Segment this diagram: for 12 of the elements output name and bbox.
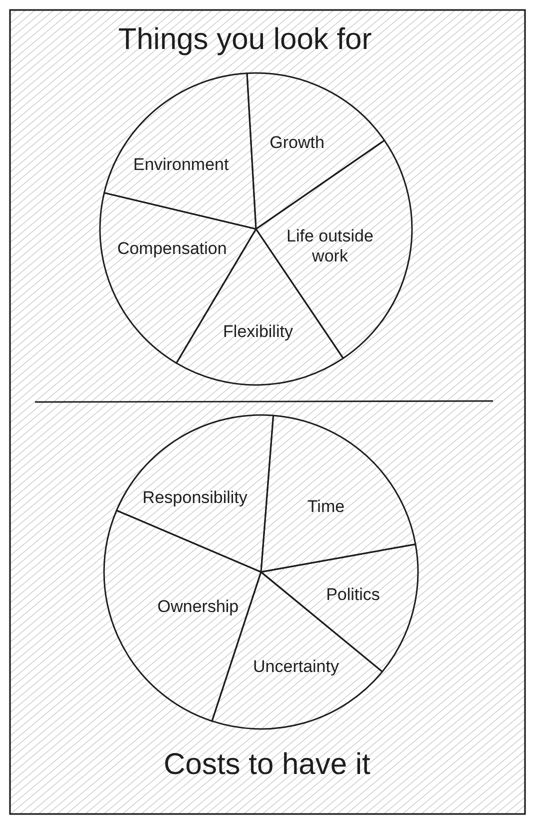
chart-caption: Costs to have it (164, 748, 370, 782)
slice-label: Life outside work (286, 226, 374, 266)
slice-label: Flexibility (223, 322, 293, 342)
slice-label: Compensation (117, 239, 227, 259)
slice-label: Uncertainty (253, 657, 339, 677)
slice-label: Responsibility (142, 488, 248, 508)
chart-title: Things you look for (118, 22, 372, 58)
slice-label: Time (307, 497, 345, 517)
slice-label: Ownership (157, 597, 239, 617)
slice-label: Environment (133, 155, 229, 175)
slice-label: Growth (270, 133, 324, 153)
slice-label: Politics (326, 585, 380, 605)
